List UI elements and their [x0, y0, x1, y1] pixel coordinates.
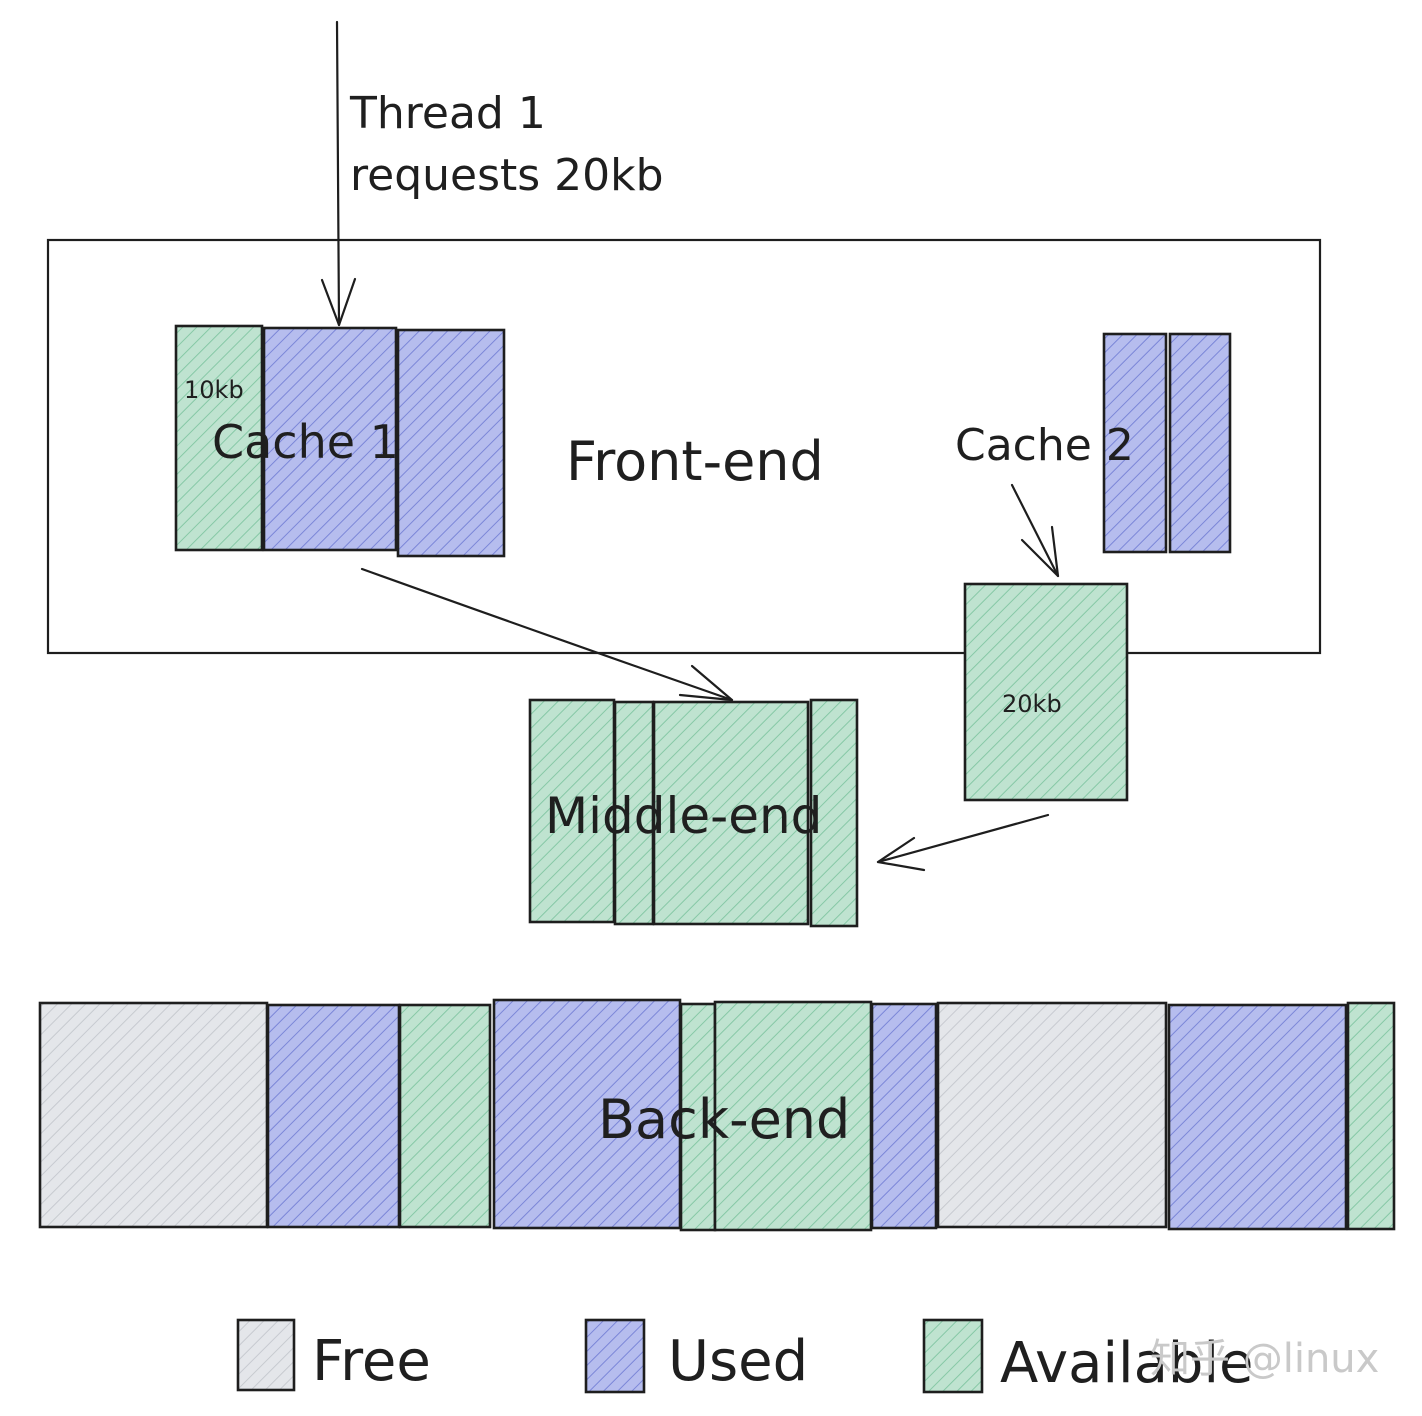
legend-available-label: Available — [1000, 1331, 1253, 1396]
cache1-to-middleend-arrow — [360, 567, 734, 702]
request-arrow — [320, 20, 357, 327]
request-line-1: Thread 1 — [349, 88, 546, 139]
middleend-label: Middle-end — [545, 787, 822, 845]
middleend-20kb-block — [963, 582, 1129, 802]
block-20kb-label: 20kb — [1002, 690, 1062, 718]
backend-row — [38, 998, 1396, 1232]
legend-used-label: Used — [668, 1329, 808, 1394]
legend-free-swatch — [236, 1318, 296, 1392]
legend-available-swatch — [922, 1318, 984, 1394]
backend-free-block-1 — [38, 1001, 269, 1229]
frontend-container — [46, 238, 1322, 655]
backend-available-block-4 — [1346, 1001, 1396, 1231]
backend-free-block-2 — [936, 1001, 1168, 1229]
middleend-block-3 — [652, 700, 810, 926]
middleend-block-4 — [809, 698, 859, 928]
legend: Free Used Available — [236, 1318, 1253, 1396]
backend-available-block-2 — [679, 1002, 717, 1232]
legend-free-label: Free — [312, 1329, 431, 1394]
backend-available-block-3 — [713, 1000, 873, 1232]
backend-used-block-1 — [266, 1003, 401, 1229]
backend-label: Back-end — [598, 1088, 850, 1151]
middleend-block-2 — [613, 700, 655, 926]
block-to-middleend-arrow — [876, 813, 1050, 872]
backend-used-block-3 — [870, 1002, 938, 1230]
cache1-block-label: 10kb — [184, 376, 244, 404]
cache2-used-block-2 — [1168, 332, 1232, 554]
backend-used-block-2 — [492, 998, 682, 1230]
cache1-used-block-1 — [262, 326, 398, 552]
backend-used-block-4 — [1167, 1003, 1348, 1231]
cache2-used-block-1 — [1102, 332, 1168, 554]
backend-available-block-1 — [398, 1003, 492, 1229]
frontend-label: Front-end — [566, 430, 824, 493]
cache1-available-block — [174, 324, 264, 552]
cache1-used-block-2 — [396, 328, 506, 558]
middleend-block-1 — [528, 698, 616, 924]
cache2-to-block-arrow — [1010, 483, 1060, 578]
legend-used-swatch — [584, 1318, 646, 1394]
request-line-2: requests 20kb — [350, 150, 664, 201]
cache1-label: Cache 1 — [212, 415, 399, 469]
watermark: 知乎 @linux — [1150, 1336, 1379, 1382]
cache2-label: Cache 2 — [955, 420, 1134, 471]
